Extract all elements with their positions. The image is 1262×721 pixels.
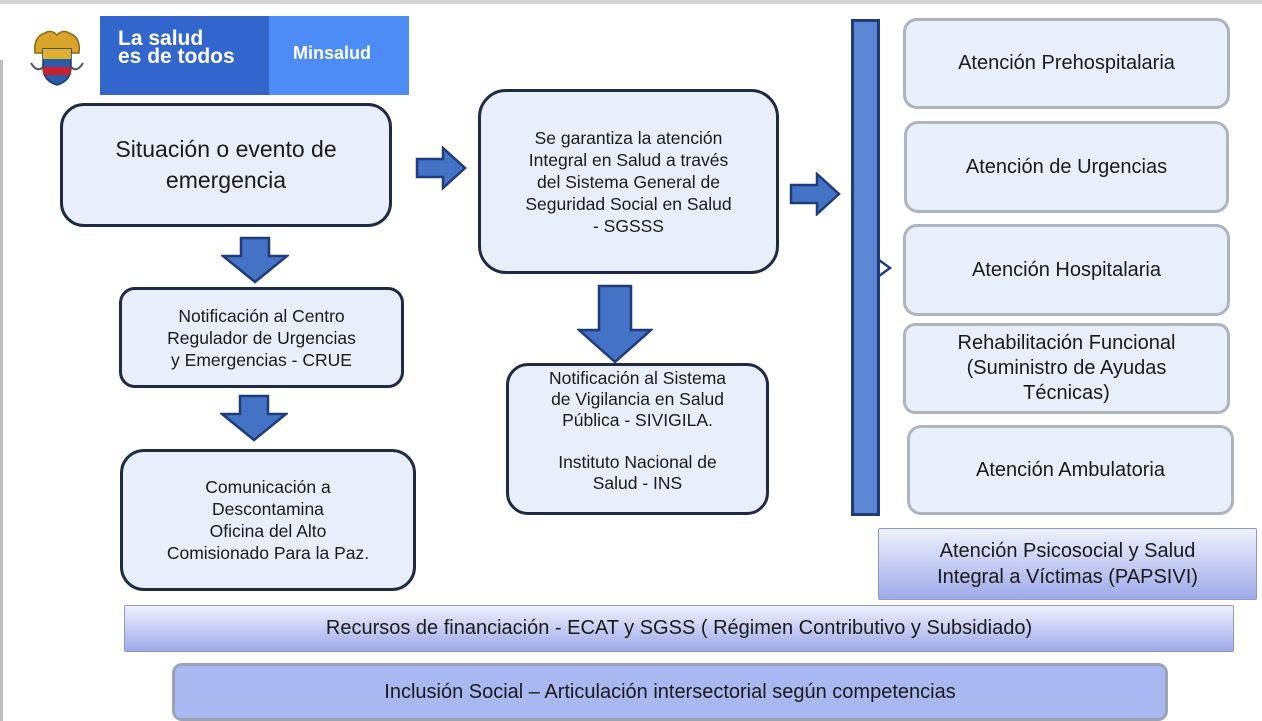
- header-banner: La salud es de todos Minsalud: [14, 16, 409, 95]
- comunicacion-box: Comunicación a Descontamina Oficina del …: [120, 449, 416, 591]
- slogan-logo: La salud es de todos: [100, 16, 269, 95]
- papsivi-box: Atención Psicosocial y Salud Integral a …: [878, 528, 1257, 600]
- slogan-line-2: es de todos: [118, 45, 235, 68]
- inclusion-bar: Inclusión Social – Articulación intersec…: [172, 663, 1168, 721]
- sgsss-box: Se garantiza la atención Integral en Sal…: [478, 89, 779, 274]
- arrow-down-2: [220, 394, 288, 442]
- vertical-connector-bar: [851, 19, 880, 516]
- coat-of-arms-icon: [14, 16, 100, 95]
- emergency-box: Situación o evento de emergencia: [60, 103, 392, 227]
- financiacion-bar: Recursos de financiación - ECAT y SGSS (…: [124, 605, 1234, 652]
- ministry-logo: Minsalud: [269, 16, 409, 95]
- service-prehospitalaria: Atención Prehospitalaria: [903, 18, 1230, 109]
- sivigila-box: Notificación al Sistema de Vigilancia en…: [506, 363, 769, 515]
- slogan-line-1: La salud: [118, 27, 204, 50]
- crue-box: Notificación al Centro Regulador de Urge…: [119, 287, 404, 388]
- left-border: [0, 60, 3, 721]
- arrow-right-2: [789, 172, 841, 216]
- service-rehabilitacion: Rehabilitación Funcional (Suministro de …: [903, 323, 1230, 414]
- service-hospitalaria: Atención Hospitalaria: [903, 224, 1230, 316]
- arrow-down-3: [577, 284, 653, 364]
- service-ambulatoria: Atención Ambulatoria: [907, 425, 1234, 515]
- service-urgencias: Atención de Urgencias: [904, 121, 1229, 213]
- bar-pointer-icon: [878, 258, 892, 278]
- arrow-down-1: [221, 236, 289, 284]
- arrow-right-1: [415, 146, 467, 190]
- top-border: [0, 0, 1262, 4]
